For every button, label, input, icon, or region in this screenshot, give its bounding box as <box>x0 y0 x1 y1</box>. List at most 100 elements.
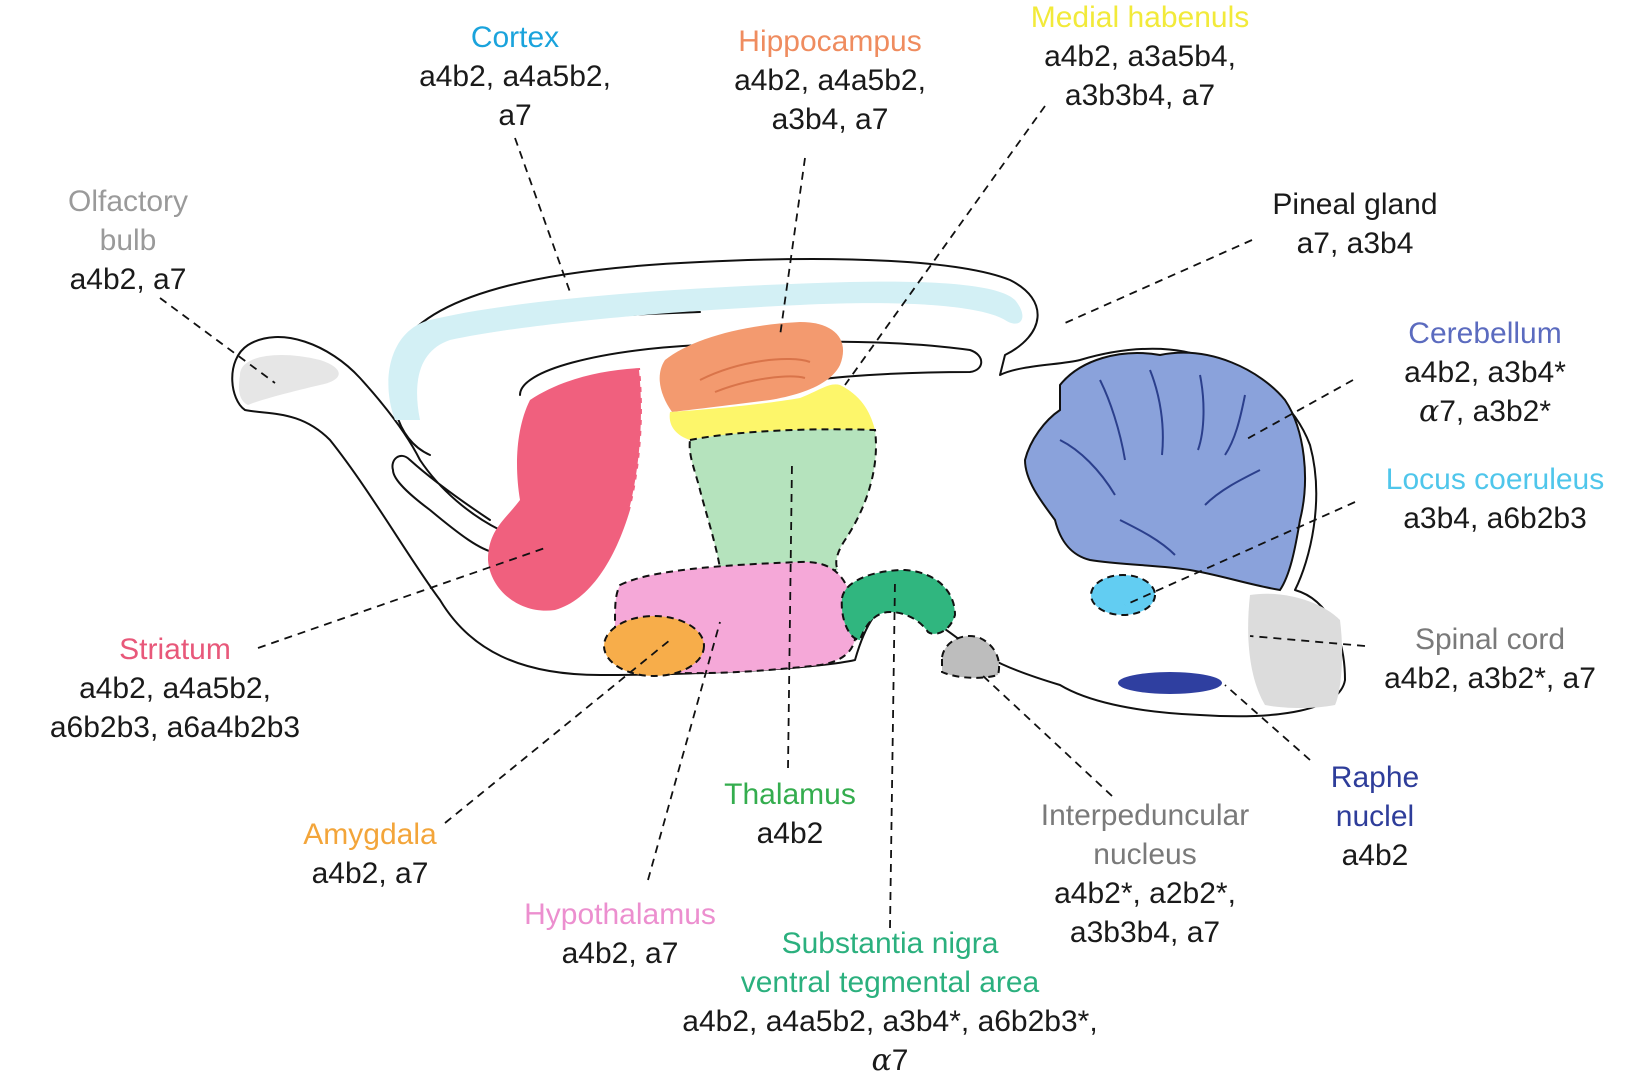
label-thalamus-receptors: a4b2 <box>710 814 870 853</box>
label-thalamus-name: Thalamus <box>710 775 870 814</box>
leader-interpeduncular <box>981 674 1113 797</box>
leader-thalamus <box>787 461 793 769</box>
locus-name-line-1: Locus coeruleus <box>1385 463 1605 496</box>
thalamus-name-line-1: Thalamus <box>724 778 856 811</box>
leader-raphe <box>1224 684 1311 761</box>
leader-habenula <box>844 105 1046 386</box>
label-pineal: Pineal gland a7, a3b4 <box>1240 185 1470 263</box>
label-substantia: Substantia nigra ventral tegmental area a… <box>650 924 1130 1080</box>
olfactory-name-line-2: bulb <box>99 224 157 257</box>
raphe-receptors-line-1: a4b2 <box>1341 839 1409 872</box>
leader-locus <box>1124 501 1356 606</box>
thalamus-region <box>688 428 877 573</box>
substantia-name-line-1: Substantia nigra <box>781 927 999 960</box>
label-cortex-receptors: a4b2, a4a5b2, a7 <box>395 57 635 135</box>
label-amygdala-name: Amygdala <box>285 815 455 854</box>
label-amygdala: Amygdala a4b2, a7 <box>285 815 455 893</box>
label-striatum-receptors: a4b2, a4a5b2, a6b2b3, a6a4b2b3 <box>30 669 320 747</box>
habenula-region <box>669 384 875 440</box>
substantia-receptors-line-1: a4b2, a4a5b2, a3b4*, a6b2b3*, <box>682 1005 1098 1038</box>
cerebellum-receptors-line-2: α7, a3b2* <box>1418 394 1552 429</box>
leader-cortex <box>514 137 571 293</box>
cortex-region <box>388 281 1023 420</box>
label-hypothalamus-receptors: a4b2, a7 <box>510 934 730 973</box>
label-cortex-name: Cortex <box>395 18 635 57</box>
label-interpeduncular-receptors: a4b2*, a2b2*,a3b3b4, a7 <box>1005 874 1285 952</box>
raphe-name-line-2: nuclel <box>1335 800 1415 833</box>
hippocampus-name-line-1: Hippocampus <box>738 25 922 58</box>
label-hypothalamus-name: Hypothalamus <box>510 895 730 934</box>
label-hippocampus: Hippocampus a4b2, a4a5b2, a3b4, a7 <box>705 22 955 139</box>
label-hypothalamus: Hypothalamus a4b2, a7 <box>510 895 730 973</box>
label-striatum: Striatum a4b2, a4a5b2, a6b2b3, a6a4b2b3 <box>30 630 320 747</box>
label-cortex: Cortex a4b2, a4a5b2, a7 <box>395 18 635 135</box>
leader-amygdala <box>444 639 671 824</box>
raphe-name-line-1: Raphe <box>1330 761 1420 794</box>
pineal-name-line-1: Pineal gland <box>1272 188 1438 221</box>
hypothalamus-name-line-1: Hypothalamus <box>524 898 716 931</box>
spinal-receptors-line-1: a4b2, a3b2*, a7 <box>1384 662 1596 695</box>
label-interpeduncular-name: Interpeduncular nucleus <box>1005 796 1285 874</box>
cortex-receptors-line-1: a4b2, a4a5b2, <box>419 60 611 93</box>
label-cerebellum-name: Cerebellum <box>1370 314 1600 353</box>
label-locus-receptors: a3b4, a6b2b3 <box>1360 499 1630 538</box>
cerebellum-region <box>1023 351 1306 592</box>
label-spinal-receptors: a4b2, a3b2*, a7 <box>1360 659 1620 698</box>
striatum-receptors-line-1: a4b2, a4a5b2, <box>79 672 271 705</box>
label-pineal-name: Pineal gland <box>1240 185 1470 224</box>
interpeduncular-name-line-2: nucleus <box>1093 838 1197 871</box>
label-olfactory-name: Olfactory bulb <box>48 182 208 260</box>
label-locus-name: Locus coeruleus <box>1360 460 1630 499</box>
habenula-receptors-line-2: a3b3b4, a7 <box>1064 79 1216 112</box>
label-substantia-name: Substantia nigra ventral tegmental area <box>650 924 1130 1002</box>
label-raphe-name: Raphe nuclel <box>1305 758 1445 836</box>
leader-cerebellum <box>1244 379 1354 441</box>
cortex-name-line-1: Cortex <box>470 21 560 54</box>
label-olfactory-receptors: a4b2, a7 <box>48 260 208 299</box>
olfactory-receptors-line-1: a4b2, a7 <box>69 263 187 296</box>
leader-hypothalamus <box>647 621 721 881</box>
substantia-receptors-line-2: α7 <box>871 1043 909 1078</box>
olfactory-name-line-1: Olfactory <box>67 185 189 218</box>
leader-hippocampus <box>779 157 806 337</box>
substantia-name-line-2: ventral tegmental area <box>740 966 1040 999</box>
label-amygdala-receptors: a4b2, a7 <box>285 854 455 893</box>
callosum-curve <box>519 340 983 396</box>
label-spinal: Spinal cord a4b2, a3b2*, a7 <box>1360 620 1620 698</box>
pineal-receptors-line-1: a7, a3b4 <box>1296 227 1414 260</box>
leader-spinal <box>1249 635 1366 647</box>
hippocampus-receptors-line-1: a4b2, a4a5b2, <box>734 64 926 97</box>
locus-receptors-line-1: a3b4, a6b2b3 <box>1403 502 1587 535</box>
cortex-receptors-line-2: a7 <box>498 99 532 132</box>
habenula-receptors-line-1: a4b2, a3a5b4, <box>1044 40 1236 73</box>
amygdala-receptors-line-1: a4b2, a7 <box>311 857 429 890</box>
habenula-name-line-1: Medial habenuls <box>1030 1 1250 34</box>
leader-olfactory <box>159 297 276 384</box>
label-locus: Locus coeruleus a3b4, a6b2b3 <box>1360 460 1630 538</box>
interpeduncular-name-line-1: Interpeduncular <box>1040 799 1250 832</box>
label-cerebellum-receptors: a4b2, a3b4* α7, a3b2* <box>1370 353 1600 431</box>
label-hippocampus-receptors: a4b2, a4a5b2, a3b4, a7 <box>705 61 955 139</box>
striatum-receptors-line-2: a6b2b3, a6a4b2b3 <box>49 711 301 744</box>
spinal-name-line-1: Spinal cord <box>1414 623 1566 656</box>
label-raphe: Raphe nuclel a4b2 <box>1305 758 1445 875</box>
hippocampus-region <box>659 322 844 412</box>
label-striatum-name: Striatum <box>30 630 320 669</box>
interpeduncular-region <box>941 635 1000 679</box>
amygdala-name-line-1: Amygdala <box>303 818 437 851</box>
leader-pineal <box>1064 239 1253 324</box>
leader-striatum <box>257 547 546 649</box>
interpeduncular-receptors-line-1: a4b2*, a2b2*, <box>1054 877 1236 910</box>
hippocampus-receptors-line-2: a3b4, a7 <box>771 103 889 136</box>
label-pineal-receptors: a7, a3b4 <box>1240 224 1470 263</box>
label-hippocampus-name: Hippocampus <box>705 22 955 61</box>
substantia-region <box>840 568 957 642</box>
striatum-region <box>488 368 642 611</box>
label-interpeduncular: Interpeduncular nucleus a4b2*, a2b2*,a3b3… <box>1005 796 1285 952</box>
striatum-name-line-1: Striatum <box>119 633 231 666</box>
label-cerebellum: Cerebellum a4b2, a3b4* α7, a3b2* <box>1370 314 1600 431</box>
cerebellum-receptors-line-1: a4b2, a3b4* <box>1404 356 1566 389</box>
label-substantia-receptors: a4b2, a4a5b2, a3b4*, a6b2b3*, α7 <box>650 1002 1130 1080</box>
